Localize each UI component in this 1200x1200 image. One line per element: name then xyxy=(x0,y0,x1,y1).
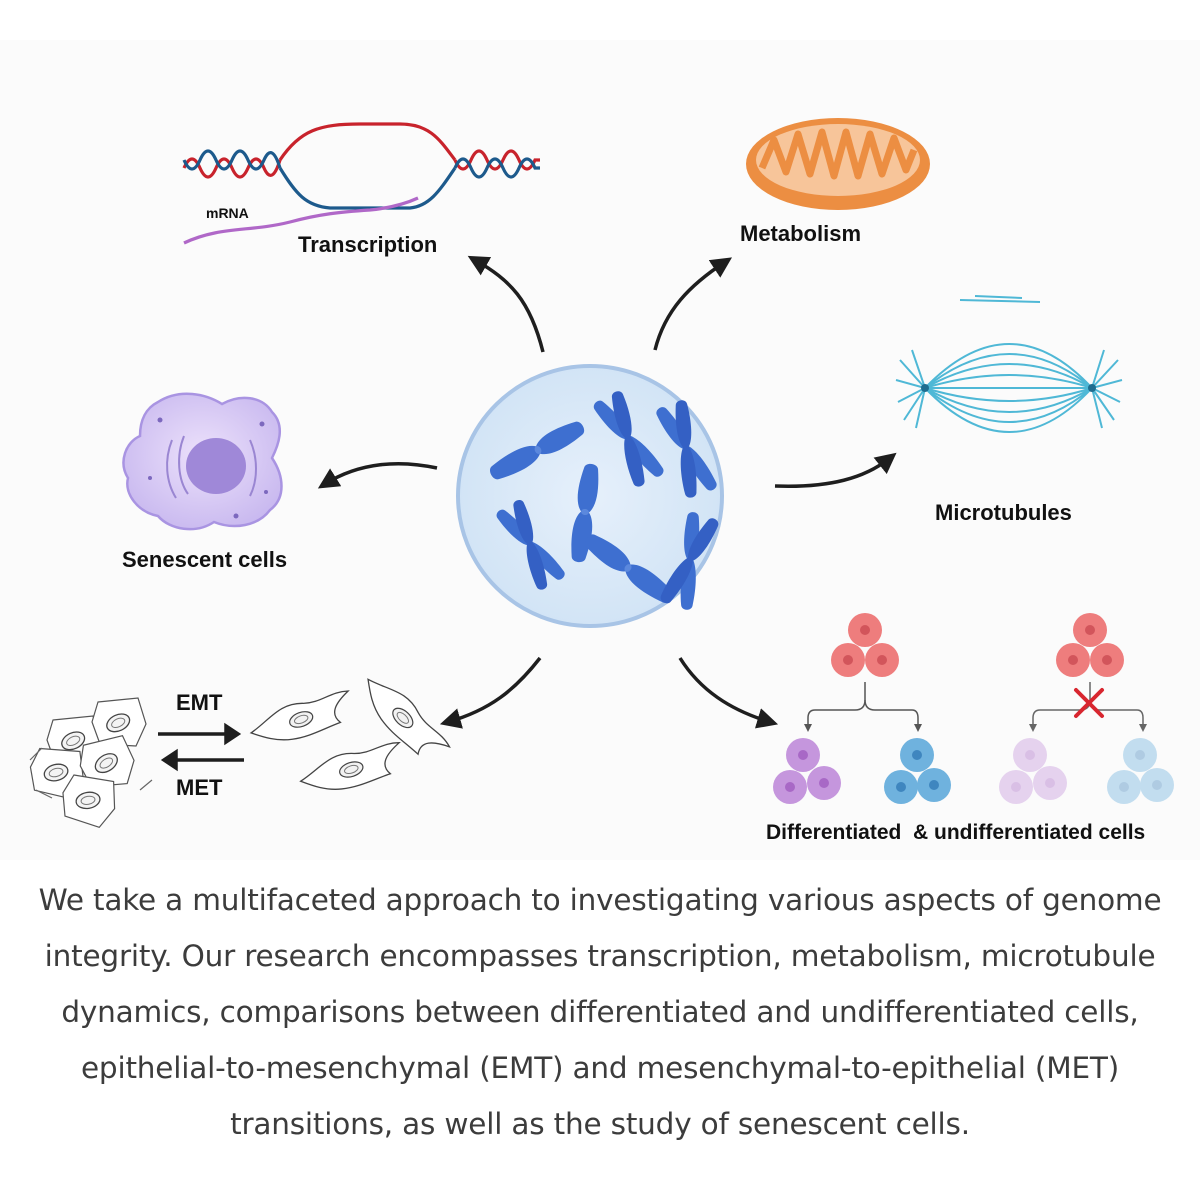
mitotic-spindle-icon xyxy=(895,295,1123,433)
met-label: MET xyxy=(176,775,223,800)
microtubules-label: Microtubules xyxy=(935,500,1072,525)
mesenchymal-cells-icon xyxy=(246,662,451,794)
differentiated-label: Differentiated & undifferentiated cells xyxy=(766,821,1145,844)
arrow-to-metabolism xyxy=(653,257,733,351)
arrow-to-transcription xyxy=(467,255,545,353)
emt-label: EMT xyxy=(176,690,223,715)
transcription-label: Transcription xyxy=(298,232,437,257)
description-paragraph: We take a multifaceted approach to inves… xyxy=(38,883,1162,1141)
blocked-differentiation-icon xyxy=(999,613,1174,804)
arrow-to-senescent xyxy=(317,461,438,489)
emt-met-arrows xyxy=(158,722,244,772)
metabolism-label: Metabolism xyxy=(740,221,861,246)
senescent-cells-label: Senescent cells xyxy=(122,547,287,572)
epithelial-cells-icon xyxy=(25,697,153,831)
mrna-label: mRNA xyxy=(206,205,249,221)
chromosome-nucleus-icon xyxy=(456,364,724,628)
arrow-to-differentiation xyxy=(678,657,779,729)
dna-transcription-icon xyxy=(182,122,540,245)
senescent-cell-icon xyxy=(122,392,283,531)
x-mark-icon xyxy=(1074,688,1104,718)
cell-differentiation-icon xyxy=(773,613,951,804)
arrows xyxy=(317,255,897,729)
arrow-to-emt xyxy=(439,656,542,729)
arrow-to-microtubules xyxy=(774,452,897,489)
mitochondrion-icon xyxy=(746,118,930,210)
